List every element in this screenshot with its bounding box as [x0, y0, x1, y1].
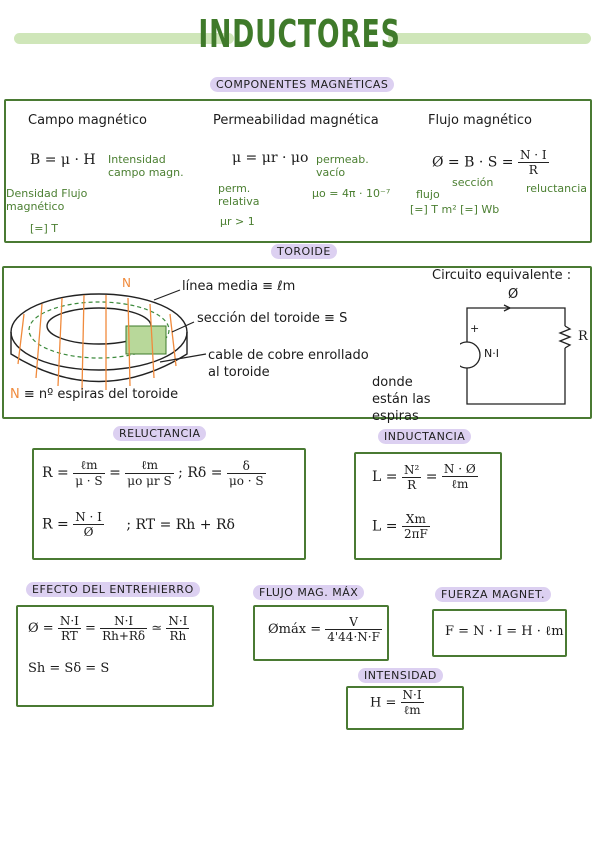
toroid-illustration — [10, 293, 188, 391]
title-underline-right — [388, 33, 591, 44]
page-title: INDUCTORES — [198, 12, 401, 56]
equivalent-circuit — [460, 304, 572, 405]
toroid-espiras: N ≡ nº espiras del toroide — [10, 387, 179, 402]
circuito-ni: N·I — [484, 347, 499, 360]
permeabilidad-perm-note: perm. relativa — [218, 182, 260, 208]
circuito-phi: Ø — [508, 287, 519, 302]
section-flujo-max: FLUJO MAG. MÁX — [253, 585, 365, 600]
section-componentes: COMPONENTES MAGNÉTICAS — [210, 77, 395, 92]
title-underline-left — [14, 33, 234, 44]
toroid-n-label: N — [122, 276, 131, 290]
campo-unit: [=] T — [30, 222, 59, 235]
section-fuerza: FUERZA MAGNET. — [435, 587, 551, 602]
toroid-arrows — [153, 289, 207, 363]
toroid-cable: cable de cobre enrollado al toroide — [208, 348, 369, 380]
toroide-box — [2, 266, 592, 419]
flujo-reluctancia-note: reluctancia — [526, 182, 587, 195]
toroid-linea-media: línea media ≡ ℓm — [182, 279, 296, 294]
flujo-max-box — [253, 605, 389, 661]
campo-intensidad-note: Intensidad campo magn. — [108, 153, 184, 179]
section-toroide: TOROIDE — [271, 244, 337, 259]
toroid-espiras-n: N — [10, 387, 20, 402]
reluctancia-box — [32, 448, 306, 560]
entrehierro-box — [16, 605, 214, 707]
campo-densidad-note: Densidad Flujo magnético — [6, 187, 88, 213]
componentes-box — [4, 99, 592, 243]
permeabilidad-vacio-note: permeab. vacío — [316, 153, 369, 179]
inductancia-box — [354, 452, 502, 560]
circuito-donde: donde están las espiras — [372, 375, 431, 424]
fuerza-box — [432, 609, 567, 657]
flujo-seccion-note: sección — [452, 176, 494, 189]
circuito-plus: + — [470, 322, 480, 335]
toroid-seccion: sección del toroide ≡ S — [197, 311, 348, 326]
campo-formula: B = μ · H — [30, 152, 96, 168]
section-inductancia: INDUCTANCIA — [378, 429, 472, 444]
section-reluctancia: RELUCTANCIA — [113, 426, 207, 441]
fuerza-formula: F = N · I = H · ℓm — [445, 624, 564, 639]
permeabilidad-mu-r: μr > 1 — [220, 215, 255, 228]
permeabilidad-mu-o: μo = 4π · 10⁻⁷ — [312, 187, 391, 200]
circuito-r: R — [578, 329, 588, 344]
flujo-heading: Flujo magnético — [428, 113, 532, 128]
campo-heading: Campo magnético — [28, 113, 147, 128]
section-entrehierro: EFECTO DEL ENTREHIERRO — [26, 582, 200, 597]
flujo-unit: [=] T m² [=] Wb — [410, 203, 500, 216]
entrehierro-row2: Sh = Sδ = S — [28, 661, 110, 676]
section-intensidad: INTENSIDAD — [358, 668, 443, 683]
intensidad-box — [346, 686, 464, 730]
circuito-title: Circuito equivalente : — [432, 268, 572, 283]
flujo-flujo-note: flujo — [416, 188, 440, 201]
permeabilidad-formula: μ = μr · μo — [232, 150, 309, 166]
permeabilidad-heading: Permeabilidad magnética — [213, 113, 379, 128]
